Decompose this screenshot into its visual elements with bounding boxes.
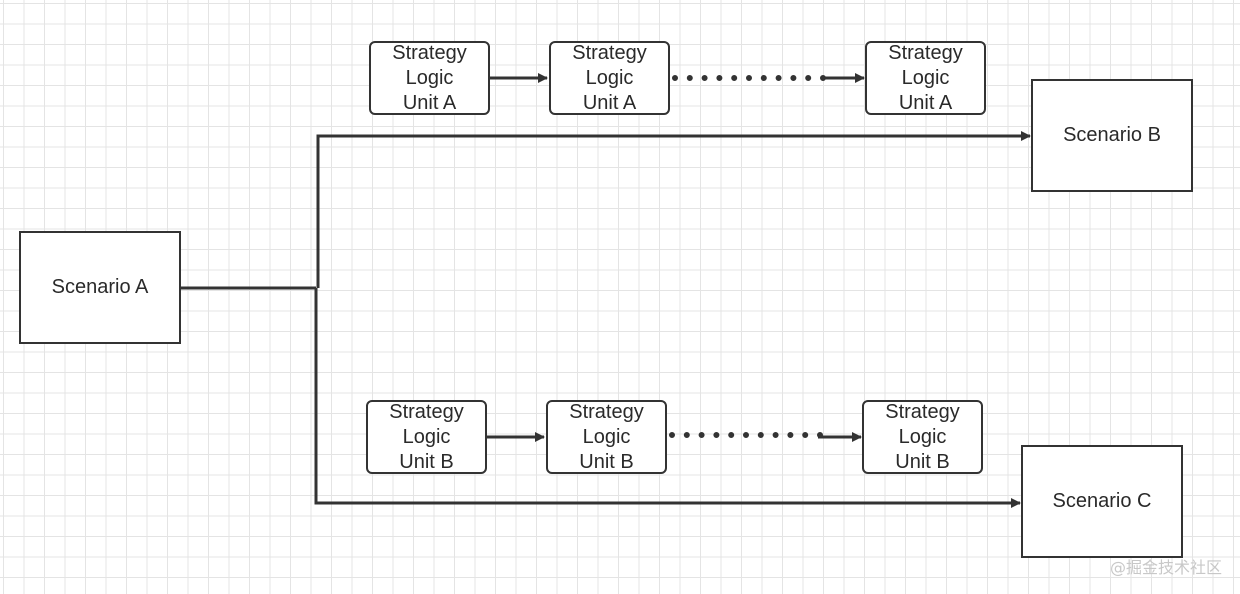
unit-line: Unit A [898, 91, 953, 114]
unit-line: Unit B [579, 450, 634, 473]
unit-line: Logic [582, 425, 631, 448]
unit-line: Logic [402, 425, 451, 448]
strategy-logic-unit-a-3: Strategy Logic Unit A [865, 41, 986, 115]
unit-line: Unit B [399, 450, 454, 473]
unit-line: Strategy [392, 41, 467, 64]
strategy-logic-unit-b-1: Strategy Logic Unit B [366, 400, 487, 474]
unit-line: Unit A [582, 91, 637, 114]
scenario-b-label: Scenario B [1063, 124, 1161, 146]
strategy-logic-unit-b-3: Strategy Logic Unit B [862, 400, 983, 474]
scenario-a-label: Scenario A [51, 276, 149, 298]
unit-line: Logic [898, 425, 947, 448]
edge-scenario-a-to-b [316, 131, 1031, 288]
unit-line: Unit A [402, 91, 457, 114]
scenario-a-node: Scenario A [19, 231, 181, 344]
unit-line: Logic [901, 66, 950, 89]
unit-line: Strategy [569, 400, 644, 423]
edge-scenario-a-to-c [314, 288, 1021, 508]
unit-line: Unit B [895, 450, 950, 473]
unit-line: Strategy [888, 41, 963, 64]
strategy-logic-unit-a-1: Strategy Logic Unit A [369, 41, 490, 115]
strategy-logic-unit-a-2: Strategy Logic Unit A [549, 41, 670, 115]
unit-line: Strategy [572, 41, 647, 64]
watermark-text: @掘金技术社区 [1109, 558, 1222, 577]
unit-line: Strategy [885, 400, 960, 423]
scenario-c-node: Scenario C [1021, 445, 1183, 558]
strategy-logic-unit-b-2: Strategy Logic Unit B [546, 400, 667, 474]
unit-line: Strategy [389, 400, 464, 423]
scenario-c-label: Scenario C [1052, 490, 1152, 512]
unit-line: Logic [405, 66, 454, 89]
unit-line: Logic [585, 66, 634, 89]
scenario-b-node: Scenario B [1031, 79, 1193, 192]
